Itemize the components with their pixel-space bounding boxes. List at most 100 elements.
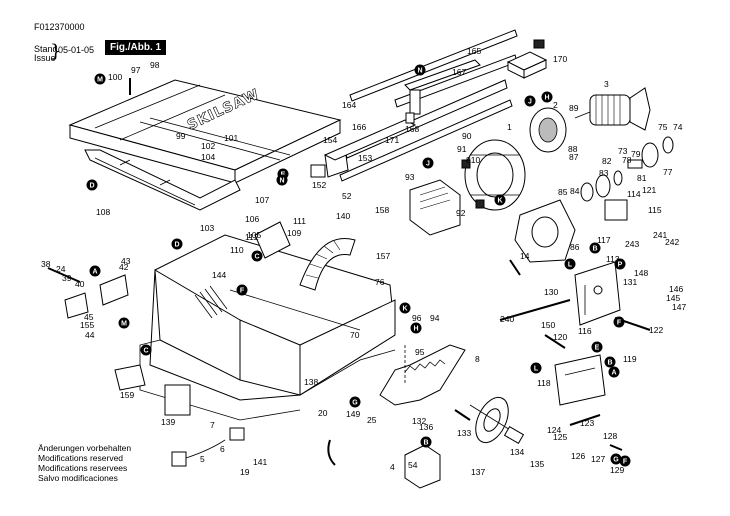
callout-106: 106 [245,214,259,224]
callout-241: 241 [653,230,667,240]
figure-label: Fig./Abb. 1 [105,40,167,55]
badge-b: B [420,436,432,448]
issue-label: Issue [34,53,56,63]
callout-240: 240 [500,314,514,324]
saw-blade [379,344,466,406]
svg-text:H: H [413,326,418,333]
callout-113: 113 [606,254,620,264]
callout-135: 135 [530,459,544,469]
callout-124: 124 [547,425,561,435]
callout-2: 2 [553,100,558,110]
callout-141: 141 [253,457,267,467]
stand-label: Stand [34,44,58,54]
badge-k: K [494,194,506,206]
callout-92: 92 [456,208,466,218]
callout-88: 88 [568,144,578,154]
callout-24: 24 [56,264,66,274]
badge-d: D [86,179,98,191]
callout-120: 120 [553,332,567,342]
svg-text:K: K [497,198,502,205]
note-es: Salvo modificaciones [38,473,118,483]
motor-housing [464,139,526,211]
svg-text:F: F [617,320,622,327]
callout-96: 96 [412,313,422,323]
callout-83: 83 [599,168,609,178]
callout-109: 109 [287,228,301,238]
badge-b: B [589,242,601,254]
callout-170: 170 [553,54,567,64]
callout-79: 79 [631,149,641,159]
svg-text:M: M [97,77,103,84]
armature [574,87,651,131]
callout-138: 138 [304,377,318,387]
callout-43: 43 [121,256,131,266]
callout-1: 1 [507,122,512,132]
callout-102: 102 [201,141,215,151]
callout-123: 123 [580,418,594,428]
callout-158: 158 [375,205,389,215]
callout-20: 20 [318,408,328,418]
badge-e: E [591,341,603,353]
callout-146: 146 [669,284,683,294]
svg-text:M: M [121,321,127,328]
svg-text:D: D [174,242,179,249]
stand-issue-label: Stand Issue [34,45,58,63]
callout-136: 136 [419,422,433,432]
callout-147: 147 [672,302,686,312]
badge-j: J [524,95,536,107]
callout-166: 166 [352,122,366,132]
svg-text:L: L [568,262,573,269]
issue-date: 05-01-05 [58,45,95,55]
callout-6: 6 [220,444,225,454]
callout-40: 40 [75,279,85,289]
callout-112: 112 [245,232,259,242]
callout-153: 153 [358,153,372,163]
badge-f: F [236,284,248,296]
callout-91: 91 [457,144,467,154]
note-de: Änderungen vorbehalten [38,443,132,453]
callout-122: 122 [649,325,663,335]
callout-78: 78 [622,155,632,165]
callout-157: 157 [376,251,390,261]
callout-labels: 1234567814192024253839404243444552547073… [41,46,686,477]
callout-3: 3 [604,79,609,89]
letter-badges: MNJHDECDFAMBLPFEBLGFKHGBCKJAN [86,64,631,467]
callout-127: 127 [591,454,605,464]
callout-104: 104 [201,152,215,162]
svg-text:N: N [279,178,284,185]
switch-139 [164,384,191,416]
callout-114: 114 [627,189,641,199]
svg-text:C: C [143,348,148,355]
badge-l: L [530,362,542,374]
svg-text:N: N [417,68,422,75]
svg-text:D: D [89,183,94,190]
callout-100: 100 [108,72,122,82]
table-top: SKILSAW [68,79,342,184]
callout-42: 42 [119,262,129,272]
callout-110: 110 [230,245,244,255]
callout-74: 74 [673,122,683,132]
field-coil [529,107,567,153]
height-bracket [574,261,621,326]
callout-76: 76 [375,277,385,287]
callout-89: 89 [569,103,579,113]
callout-97: 97 [131,65,141,75]
callout-105: 105 [247,230,261,240]
callout-144: 144 [212,270,226,280]
note-en: Modifications reserved [38,453,124,463]
gear-shaft-parts [580,136,674,202]
badge-g: G [610,453,622,465]
badge-n: N [414,64,426,76]
callout-95: 95 [415,347,425,357]
svg-text:P: P [618,262,623,269]
note-fr: Modifications reservees [38,463,128,473]
callout-107: 107 [255,195,269,205]
svg-text:G: G [613,457,619,464]
badge-k: K [399,302,411,314]
badge-j: J [422,157,434,169]
callout-25: 25 [367,415,377,425]
badge-b: B [604,356,616,368]
callout-77: 77 [663,167,673,177]
callout-39: 39 [62,273,72,283]
callout-119: 119 [623,354,637,364]
